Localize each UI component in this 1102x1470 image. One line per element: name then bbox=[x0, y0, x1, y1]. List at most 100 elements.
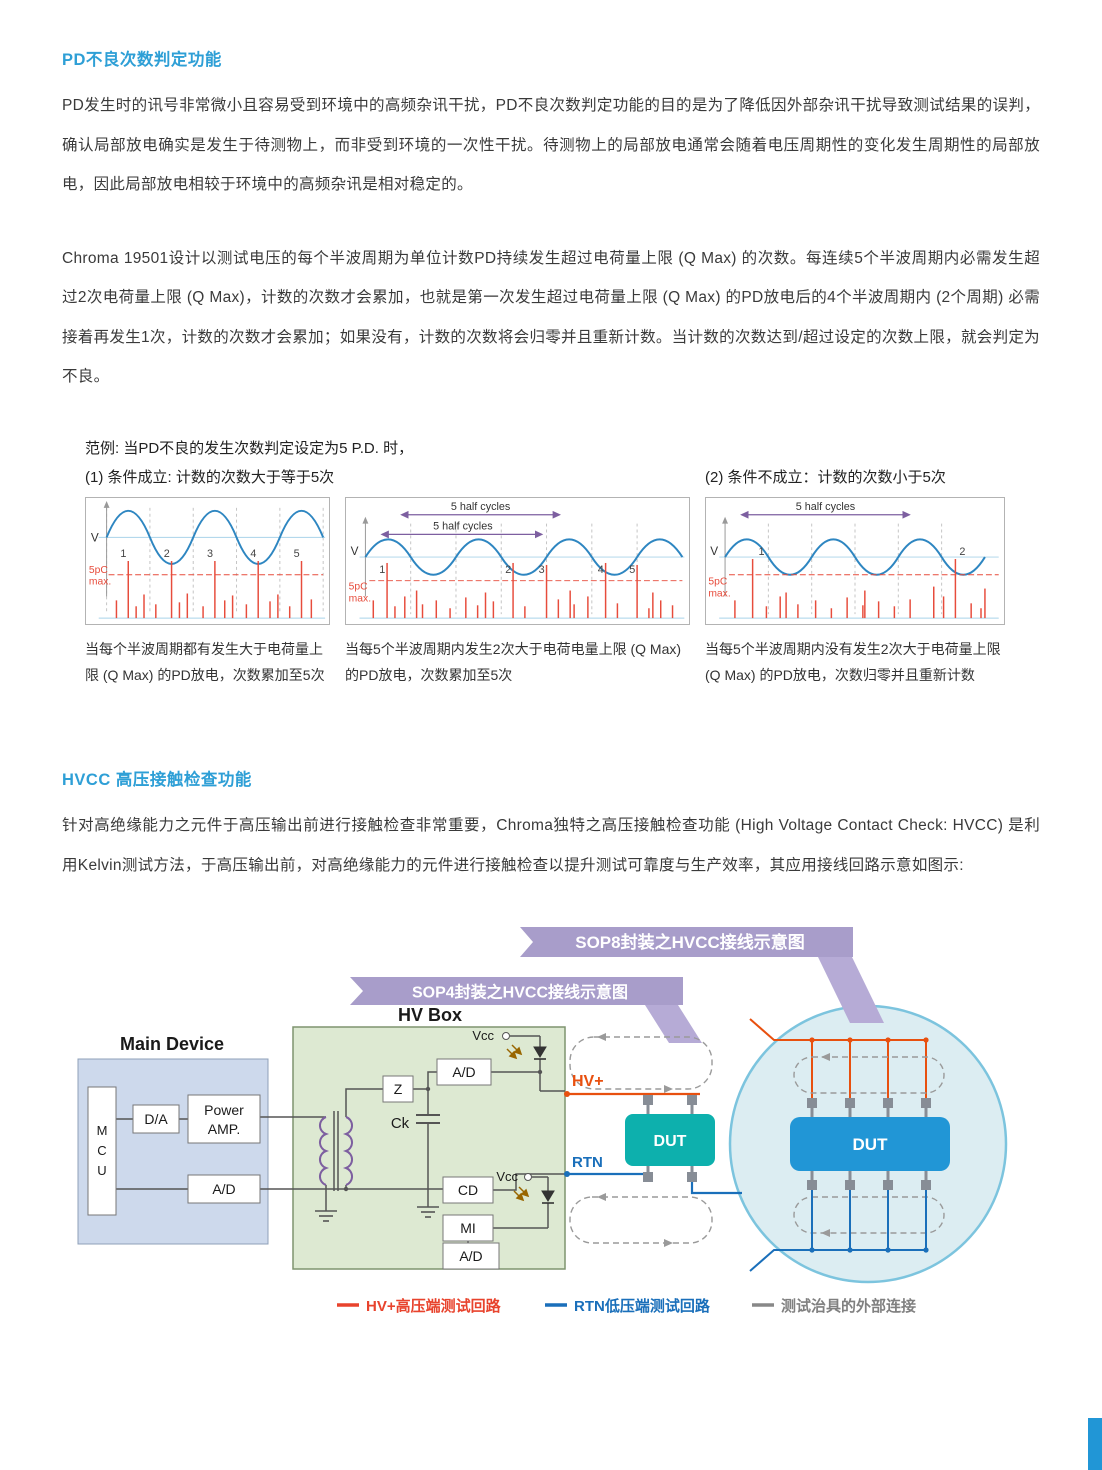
pd-paragraph-1: PD发生时的讯号非常微小且容易受到环境中的高频杂讯干扰，PD不良次数判定功能的目… bbox=[62, 97, 1040, 194]
da-label: D/A bbox=[144, 1111, 168, 1127]
half-cycles-label-2: 5 half cycles bbox=[433, 520, 493, 532]
pd-section-heading: PD不良次数判定功能 bbox=[62, 51, 222, 69]
ad-top-label: A/D bbox=[452, 1064, 475, 1080]
chart2-caption: 当每5个半波周期内发生2次大于电荷电量上限 (Q Max) 的PD放电，次数累加… bbox=[345, 640, 682, 683]
hvcc-wiring-svg: SOP8封装之HVCC接线示意图 SOP4封装之HVCC接线示意图 HV Box… bbox=[77, 927, 1008, 1315]
svg-text:5: 5 bbox=[294, 548, 300, 560]
rtn-line-sop4 bbox=[565, 1173, 742, 1195]
vcc-top-label: Vcc bbox=[472, 1028, 494, 1043]
wire-junctions bbox=[343, 1070, 543, 1192]
condition-not-met-label: (2) 条件不成立：计数的次数小于5次 bbox=[705, 468, 946, 486]
svg-text:1: 1 bbox=[759, 546, 765, 558]
vcc-top-terminal bbox=[502, 1032, 510, 1041]
fixture-loop-arrows-sop4 bbox=[597, 1033, 673, 1248]
ground-symbols bbox=[315, 1206, 439, 1223]
dut-sop4-label: DUT bbox=[654, 1133, 687, 1150]
pd-waveform-3: 5 half cycles V 5pC max. bbox=[708, 500, 999, 619]
main-device-label: Main Device bbox=[120, 1034, 224, 1054]
component-boxes bbox=[87, 1058, 500, 1270]
optocoupler-icons bbox=[506, 1044, 530, 1202]
ck-label: Ck bbox=[391, 1115, 410, 1132]
dut-sop8-pins bbox=[807, 1098, 931, 1191]
hvcc-diagram: SOP8封装之HVCC接线示意图 SOP4封装之HVCC接线示意图 HV Box… bbox=[0, 919, 1102, 1354]
svg-text:4: 4 bbox=[598, 563, 604, 575]
legend-hv-label: HV+高压端测试回路 bbox=[366, 1297, 502, 1315]
threshold-label-1: 5pC bbox=[349, 581, 368, 592]
pd-paragraph-2: Chroma 19501设计以测试电压的每个半波周期为单位计数PD持续发生超过电… bbox=[62, 249, 1040, 386]
ad-main-label: A/D bbox=[212, 1181, 235, 1197]
half-cycle-gridlines bbox=[767, 523, 943, 614]
svg-text:2: 2 bbox=[164, 548, 170, 560]
example-title: 范例: 当PD不良的发生次数判定设定为5 P.D. 时， bbox=[85, 439, 414, 457]
dut-sop8-label: DUT bbox=[853, 1135, 889, 1154]
page-content: PD不良次数判定功能 PD发生时的讯号非常微小且容易受到环境中的高频杂讯干扰，P… bbox=[0, 51, 1102, 1354]
vcc-bottom-terminal bbox=[524, 1173, 532, 1182]
voltage-sine-wave bbox=[724, 538, 986, 576]
voltage-sine-wave bbox=[364, 538, 684, 576]
pd-waveform-1: V 5pC max. bbox=[89, 500, 326, 619]
example-grid: (1) 条件成立: 计数的次数大于等于5次 (2) 条件不成立：计数的次数小于5… bbox=[85, 466, 1005, 689]
voltage-sine-wave bbox=[105, 509, 325, 565]
pd-chart-3: 5 half cycles V 5pC max. bbox=[705, 496, 1005, 625]
diode-symbols bbox=[533, 1046, 555, 1205]
diagram-legend: HV+高压端测试回路 RTN低压端测试回路 测试治具的外部连接 bbox=[337, 1297, 916, 1315]
rtn-line-dot bbox=[564, 1171, 570, 1178]
vcc-bottom-label: Vcc bbox=[496, 1169, 518, 1184]
pd-chart-1: V 5pC max. bbox=[85, 496, 330, 625]
dut-sop4: DUT bbox=[625, 1095, 715, 1183]
dut-sop8-pin-stems bbox=[810, 1108, 928, 1181]
dut-sop4-body bbox=[625, 1114, 715, 1167]
pd-spikes bbox=[734, 558, 986, 618]
mcu-letter-c: C bbox=[97, 1143, 106, 1158]
ck-capacitor bbox=[416, 1114, 440, 1125]
count-numbers: 1 2 3 4 5 bbox=[120, 548, 299, 560]
v-axis-label: V bbox=[351, 544, 359, 558]
threshold-label-1: 5pC bbox=[89, 564, 108, 575]
threshold-label-2: max. bbox=[89, 576, 111, 587]
page-corner-accent bbox=[1088, 1418, 1102, 1470]
sop4-banner bbox=[350, 977, 683, 1006]
condition-met-label: (1) 条件成立: 计数的次数大于等于5次 bbox=[85, 468, 335, 486]
sop4-banner-label: SOP4封装之HVCC接线示意图 bbox=[412, 983, 628, 1002]
threshold-label-1: 5pC bbox=[708, 576, 727, 587]
mcu-letter-u: U bbox=[97, 1163, 106, 1178]
amp-label: AMP. bbox=[208, 1121, 240, 1137]
svg-text:1: 1 bbox=[379, 563, 385, 575]
legend-fixture-label: 测试治具的外部连接 bbox=[781, 1297, 916, 1315]
pd-example-block: 范例: 当PD不良的发生次数判定设定为5 P.D. 时， (1) 条件成立: 计… bbox=[85, 437, 1005, 689]
svg-text:3: 3 bbox=[539, 563, 545, 575]
sop8-circuit: DUT bbox=[749, 1018, 950, 1273]
hvcc-section-heading: HVCC 高压接触检查功能 bbox=[62, 771, 252, 790]
hv-line-dot bbox=[564, 1091, 570, 1098]
rtn-label: RTN bbox=[572, 1154, 603, 1171]
count-numbers: 1 2 3 4 5 bbox=[379, 563, 635, 575]
power-label: Power bbox=[204, 1102, 244, 1118]
hv-box-label: HV Box bbox=[398, 1005, 462, 1025]
dut-sop8-body bbox=[790, 1117, 950, 1172]
svg-text:3: 3 bbox=[207, 548, 213, 560]
pd-waveform-2: 5 half cycles 5 half cycles V 5pC max. bbox=[349, 500, 685, 619]
z-label: Z bbox=[394, 1081, 403, 1097]
hvcc-paragraph: 针对高绝缘能力之元件于高压输出前进行接触检查非常重要，Chroma独特之高压接触… bbox=[62, 817, 1040, 874]
hv-plus-label: HV+ bbox=[572, 1073, 604, 1090]
svg-text:1: 1 bbox=[120, 548, 126, 560]
sop8-banner bbox=[520, 927, 853, 958]
chart1-caption: 当每个半波周期都有发生大于电荷量上限 (Q Max) 的PD放电，次数累加至5次 bbox=[85, 640, 325, 683]
threshold-label-2: max. bbox=[708, 588, 730, 599]
half-cycles-label: 5 half cycles bbox=[796, 500, 856, 512]
transformer-core bbox=[333, 1111, 339, 1192]
sop8-banner-connector bbox=[818, 957, 884, 1024]
fixture-loops-sop8 bbox=[793, 1056, 945, 1235]
mi-label: MI bbox=[460, 1220, 476, 1236]
svg-text:2: 2 bbox=[959, 546, 965, 558]
v-axis-arrow bbox=[103, 500, 110, 508]
pd-chart-2: 5 half cycles 5 half cycles V 5pC max. bbox=[345, 496, 690, 625]
v-axis-label: V bbox=[91, 530, 99, 544]
half-cycles-label-1: 5 half cycles bbox=[451, 500, 511, 512]
fixture-loops-sop4 bbox=[569, 1036, 713, 1245]
svg-text:2: 2 bbox=[505, 563, 511, 575]
ad-bottom-label: A/D bbox=[459, 1248, 482, 1264]
v-axis-arrow bbox=[722, 516, 729, 524]
rtn-node-dots-sop8 bbox=[809, 1247, 929, 1254]
